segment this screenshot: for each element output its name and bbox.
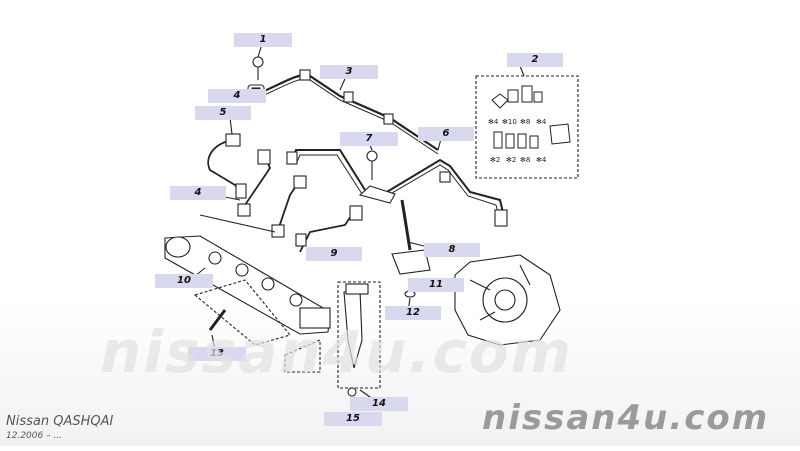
callout-7[interactable]: 7 <box>340 132 398 146</box>
callout-8[interactable]: 8 <box>424 243 480 257</box>
callout-12[interactable]: 12 <box>385 306 441 320</box>
watermark-small: nissan4u.com <box>482 398 770 438</box>
callout-3[interactable]: 3 <box>320 65 378 79</box>
high-pressure-pipe-6 <box>291 149 507 226</box>
callout-14[interactable]: 14 <box>350 397 408 411</box>
pipe-5 <box>207 139 243 196</box>
callout-4-lower[interactable]: 4 <box>170 186 226 200</box>
kit-row2-label-2: ✻2 <box>506 156 516 164</box>
kit-row1-label-2: ✻10 <box>502 118 517 126</box>
kit-row1-label-4: ✻4 <box>536 118 547 126</box>
callout-2[interactable]: 2 <box>507 53 563 67</box>
callout-11[interactable]: 11 <box>408 278 464 292</box>
kit-row2-label-4: ✻4 <box>536 156 547 164</box>
kit-row1-label-3: ✻8 <box>520 118 530 126</box>
callout-5[interactable]: 5 <box>195 106 251 120</box>
callout-4-upper[interactable]: 4 <box>208 89 266 103</box>
kit-row2-label-1: ✻2 <box>490 156 500 164</box>
footer-model: Nissan QASHQAI <box>6 414 114 429</box>
callout-13[interactable]: 13 <box>188 347 246 361</box>
kit-row1-label-1: ✻4 <box>488 118 499 126</box>
footer-date: 12.2006 – ... <box>6 431 63 441</box>
callout-9[interactable]: 9 <box>306 247 362 261</box>
watermark-big: nissan4u.com <box>100 318 573 386</box>
kit-row2-label-3: ✻8 <box>520 156 530 164</box>
kit-box <box>491 85 571 149</box>
callout-6[interactable]: 6 <box>418 127 474 141</box>
common-rail-10 <box>164 235 331 335</box>
callout-10[interactable]: 10 <box>155 274 213 288</box>
callout-15[interactable]: 15 <box>324 412 382 426</box>
callout-1[interactable]: 1 <box>234 33 292 47</box>
